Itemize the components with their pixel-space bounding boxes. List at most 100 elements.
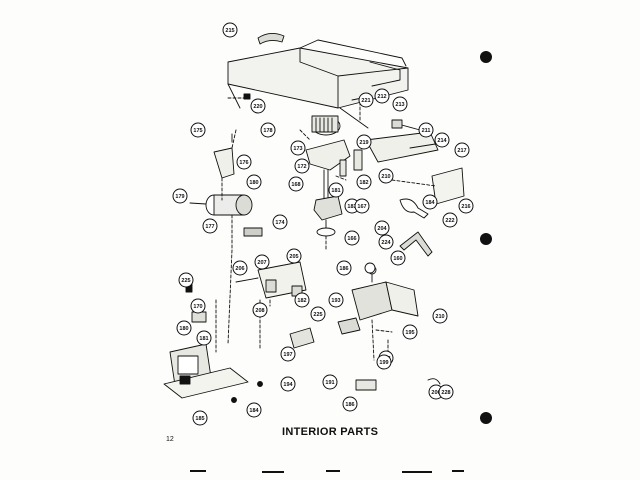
callout-number: 207 [257,260,266,266]
cabinet-top-panel [227,39,409,129]
bracket-plate-part [355,379,377,391]
callout-186: 186 [336,260,352,276]
screw-part [257,381,263,387]
callout-number: 176 [239,160,248,166]
callout-205: 205 [286,248,302,264]
callout-number: 197 [283,352,292,358]
callout-179: 179 [172,188,188,204]
callout-number: 173 [293,146,302,152]
callout-bubble [418,122,434,138]
callout-number: 175 [193,128,202,134]
callout-224: 224 [378,234,394,250]
callout-bubble [378,168,394,184]
callout-number: 191 [325,380,334,386]
callout-number: 210 [381,174,390,180]
callout-219: 219 [356,134,372,150]
callout-bubble [310,306,326,322]
callout-bubble [378,234,394,250]
callout-bubble [458,198,474,214]
callout-number: 225 [313,312,322,318]
callout-bubble [294,158,310,174]
callout-194: 194 [280,376,296,392]
callout-number: 215 [225,28,234,34]
callout-number: 193 [331,298,340,304]
callout-217: 217 [454,142,470,158]
callout-214: 214 [434,132,450,148]
callout-170: 170 [190,298,206,314]
callout-number: 217 [457,148,466,154]
callout-number: 170 [193,304,202,310]
callout-210: 210 [378,168,394,184]
callout-number: 177 [205,224,214,230]
callout-bubble [342,396,358,412]
callout-bubble [434,132,450,148]
callout-bubble [454,142,470,158]
callout-193: 193 [328,292,344,308]
callout-bubble [252,302,268,318]
callout-number: 206 [235,266,244,272]
callout-bubble [190,298,206,314]
callout-180: 180 [246,174,262,190]
callout-number: 166 [347,236,356,242]
callout-206: 206 [232,260,248,276]
callout-number: 220 [253,104,262,110]
callout-bubble [356,134,372,150]
callout-number: 213 [395,102,404,108]
callout-bubble [272,214,288,230]
callout-160: 160 [390,250,406,266]
callout-bubble [442,212,458,228]
callout-178: 178 [260,122,276,138]
callout-174: 174 [272,214,288,230]
callout-bubble [328,292,344,308]
binder-hole-top [480,51,492,63]
callout-number: 199 [379,360,388,366]
callout-208: 208 [252,302,268,318]
callout-number: 184 [249,408,259,414]
callout-number: 179 [175,194,184,200]
callout-number: 183 [347,204,356,210]
callout-186: 186 [342,396,358,412]
callout-number: 210 [435,314,444,320]
callout-number: 228 [441,390,450,396]
callout-210: 210 [432,308,448,324]
binder-hole-middle [480,233,492,245]
callout-number: 178 [263,128,272,134]
callout-bubble [176,320,192,336]
callout-184: 184 [246,402,262,418]
callout-176: 176 [236,154,252,170]
callout-number: 225 [181,278,190,284]
callout-number: 200 [431,390,440,396]
callout-177: 177 [202,218,218,234]
callout-207: 207 [254,254,270,270]
callout-bubble [280,376,296,392]
callout-number: 180 [249,180,258,186]
handle-part [257,33,285,45]
callout-184: 184 [422,194,438,210]
callout-number: 172 [297,164,306,170]
callout-bubble [178,272,194,288]
callout-number: 221 [361,98,370,104]
callout-number: 186 [345,402,354,408]
callout-bubble [392,96,408,112]
callout-number: 204 [377,226,387,232]
callout-228: 228 [438,384,454,400]
callout-bubble [322,374,338,390]
callout-bubble [344,230,360,246]
callout-bubble [356,174,372,190]
callout-number: 174 [275,220,285,226]
clip-part [427,378,441,385]
callout-bubble [260,122,276,138]
callout-bubble [438,384,454,400]
callout-number: 194 [283,382,293,388]
callout-number: 208 [255,308,264,314]
callout-number: 195 [405,330,414,336]
callout-bubble [246,402,262,418]
diagram-title: INTERIOR PARTS [282,426,379,438]
scan-edge-marks [190,470,464,473]
binder-hole-bottom [480,412,492,424]
callout-182: 182 [356,174,372,190]
callout-182: 182 [294,292,310,308]
callout-213: 213 [392,96,408,112]
